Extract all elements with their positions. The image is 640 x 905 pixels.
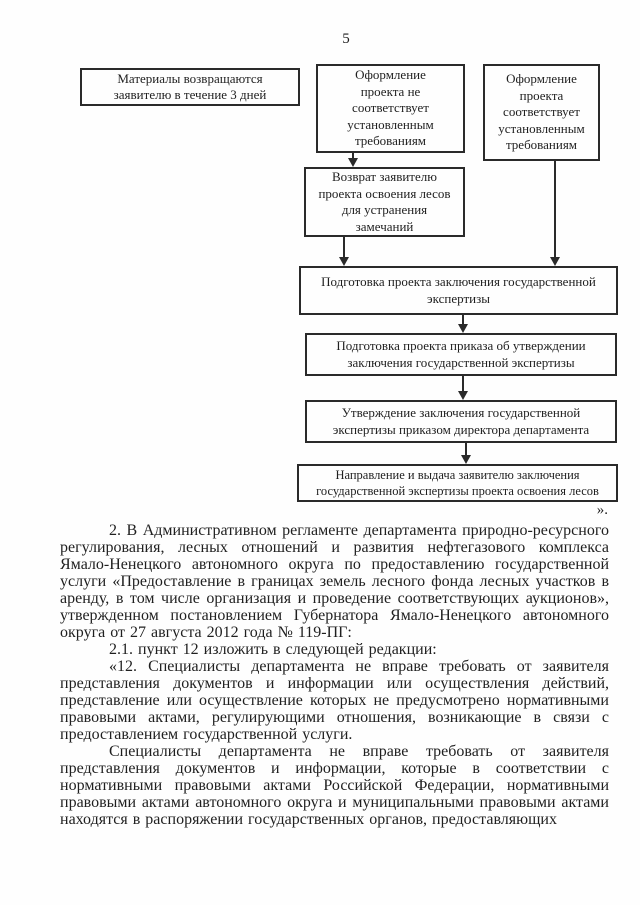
down-arrow-icon <box>348 158 358 167</box>
flow-box-label: Оформление проекта соответствует установ… <box>498 71 585 153</box>
down-arrow-icon <box>458 324 468 333</box>
down-arrow-icon <box>339 257 349 266</box>
page-number: 5 <box>342 31 350 47</box>
flow-box-project-conforming: Оформление проекта соответствует установ… <box>483 64 600 161</box>
body-text: 2. В Административном регламенте департа… <box>60 522 609 828</box>
flow-box-prepare-expertise-conclusion: Подготовка проекта заключения государств… <box>299 266 618 315</box>
connector-line <box>462 376 464 391</box>
flow-box-approve-conclusion-by-order: Утверждение заключения государственной э… <box>305 400 617 443</box>
flow-box-label: Возврат заявителю проекта освоения лесов… <box>318 169 451 234</box>
section-close-quote: ». <box>596 502 608 518</box>
paragraph-clause-2-1: 2.1. пункт 12 изложить в следующей редак… <box>109 641 437 658</box>
flow-box-label: Утверждение заключения государственной э… <box>332 405 590 437</box>
connector-line <box>465 443 467 456</box>
flow-box-label: Оформление проекта не соответствует уста… <box>347 67 434 149</box>
paragraph-amendment-intro: 2. В Административном регламенте департа… <box>60 522 609 641</box>
flow-box-label: Подготовка проекта приказа об утверждени… <box>336 338 586 370</box>
flow-box-project-not-conforming: Оформление проекта не соответствует уста… <box>316 64 465 153</box>
flow-box-label: Направление и выдача заявителю заключени… <box>316 467 599 499</box>
connector-line <box>352 153 354 159</box>
flow-box-label: Материалы возвращаются заявителю в течен… <box>113 70 267 103</box>
connector-line <box>343 237 345 258</box>
down-arrow-icon <box>458 391 468 400</box>
paragraph-item-12-second: Специалисты департамента не вправе требо… <box>60 743 609 828</box>
flow-box-label: Подготовка проекта заключения государств… <box>321 274 596 306</box>
flow-box-return-project-to-applicant: Возврат заявителю проекта освоения лесов… <box>304 167 465 237</box>
connector-line <box>554 161 556 258</box>
connector-line <box>462 315 464 325</box>
flow-box-send-and-issue-conclusion: Направление и выдача заявителю заключени… <box>297 464 618 502</box>
paragraph-item-12-first: «12. Специалисты департамента не вправе … <box>60 658 609 743</box>
down-arrow-icon <box>550 257 560 266</box>
down-arrow-icon <box>461 455 471 464</box>
flow-box-prepare-approval-order: Подготовка проекта приказа об утверждени… <box>305 333 617 376</box>
flow-box-materials-returned: Материалы возвращаются заявителю в течен… <box>80 68 300 106</box>
